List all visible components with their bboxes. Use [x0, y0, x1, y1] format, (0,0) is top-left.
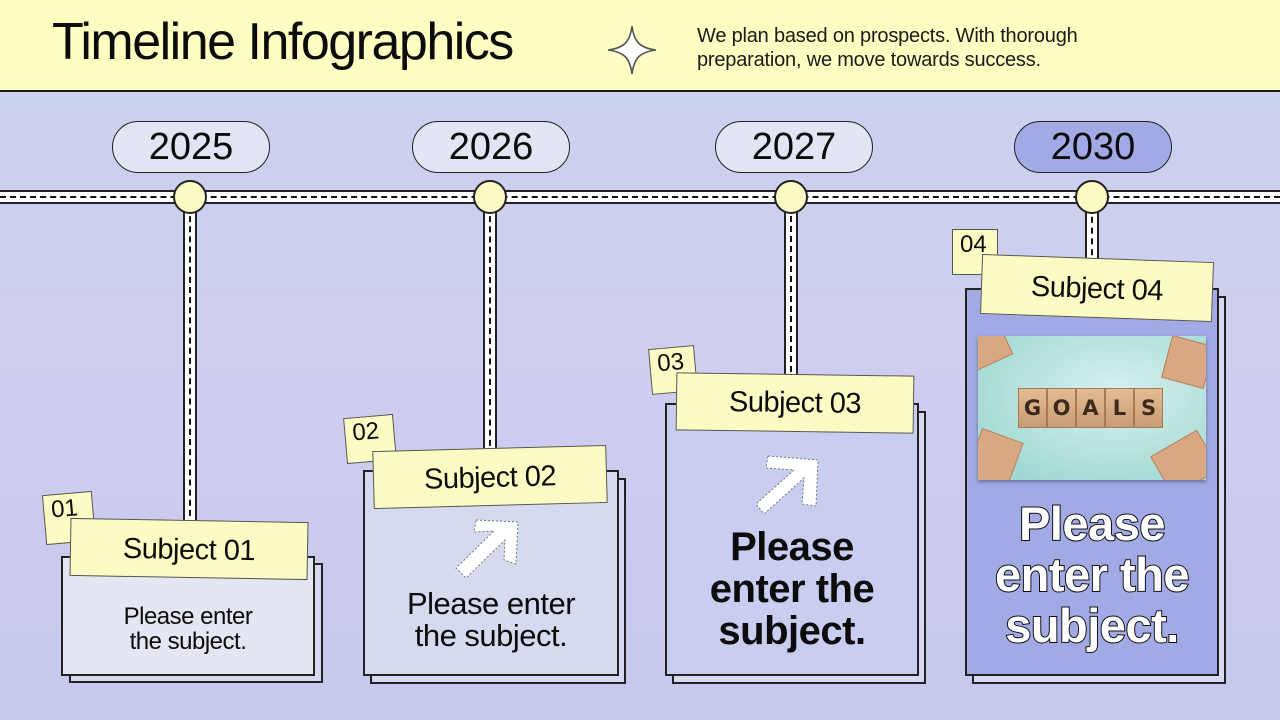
card-1-subject-banner: Subject 01: [69, 517, 309, 581]
card-3-subject-banner: Subject 03: [675, 372, 915, 434]
header-bar: Timeline Infographics We plan based on p…: [0, 0, 1280, 92]
card-2-text-line-1: Please enter: [406, 586, 576, 621]
card-4-body-text: Please enter the subject.: [965, 497, 1219, 652]
subtitle-line-1: We plan based on prospects. With thoroug…: [697, 25, 1078, 47]
connector-line-4: [1085, 206, 1099, 266]
connector-line-2: [483, 206, 497, 456]
card-3: [665, 403, 919, 676]
letter-block: A: [1076, 388, 1105, 428]
subtitle-line-2: preparation, we move towards success.: [697, 49, 1041, 71]
letter-block: G: [1018, 388, 1047, 428]
header-subtitle: We plan based on prospects. With thoroug…: [697, 24, 1177, 72]
photo-wood-block: [1161, 336, 1206, 389]
card-2-subject-banner: Subject 02: [372, 444, 608, 510]
card-3-text-line-1: Please: [730, 525, 854, 569]
card-3-text-line-3: subject.: [718, 609, 866, 653]
year-label-2025: 2025: [112, 121, 270, 173]
letter-block: L: [1105, 388, 1134, 428]
letter-block: O: [1047, 388, 1076, 428]
letter-block: S: [1134, 388, 1163, 428]
arrow-up-right-icon: [455, 519, 519, 579]
card-1-body-text: Please enter the subject.: [61, 604, 315, 654]
card-3-body-text: Please enter the subject.: [665, 526, 919, 652]
timeline-node-2: [473, 180, 507, 214]
page-title: Timeline Infographics: [52, 13, 514, 71]
connector-line-3: [784, 206, 798, 382]
card-3-text-line-2: enter the: [709, 567, 875, 611]
year-label-2027: 2027: [715, 121, 873, 173]
goals-word-blocks: G O A L S: [1018, 388, 1163, 428]
connector-line-1: [183, 206, 197, 526]
goals-photo: G O A L S: [978, 336, 1206, 480]
card-2-text-line-2: the subject.: [414, 618, 568, 653]
timeline-axis: [0, 190, 1280, 204]
year-label-2026: 2026: [412, 121, 570, 173]
timeline-node-4: [1075, 180, 1109, 214]
four-point-star-icon: [607, 25, 657, 75]
photo-wood-block: [1150, 429, 1206, 480]
year-label-2030: 2030: [1014, 121, 1172, 173]
card-2-body-text: Please enter the subject.: [363, 588, 619, 652]
photo-wood-block: [978, 336, 1014, 371]
arrow-up-right-icon: [756, 455, 819, 515]
card-4-text-line-3: subject.: [1004, 599, 1180, 652]
photo-wood-block: [978, 428, 1024, 480]
card-1-text-line-1: Please enter: [123, 603, 253, 630]
card-1-text-line-2: the subject.: [129, 628, 247, 655]
timeline-node-3: [774, 180, 808, 214]
card-4-subject-banner: Subject 04: [980, 253, 1214, 323]
card-4-text-line-2: enter the: [994, 548, 1191, 601]
card-4-text-line-1: Please: [1018, 497, 1166, 550]
timeline-node-1: [173, 180, 207, 214]
